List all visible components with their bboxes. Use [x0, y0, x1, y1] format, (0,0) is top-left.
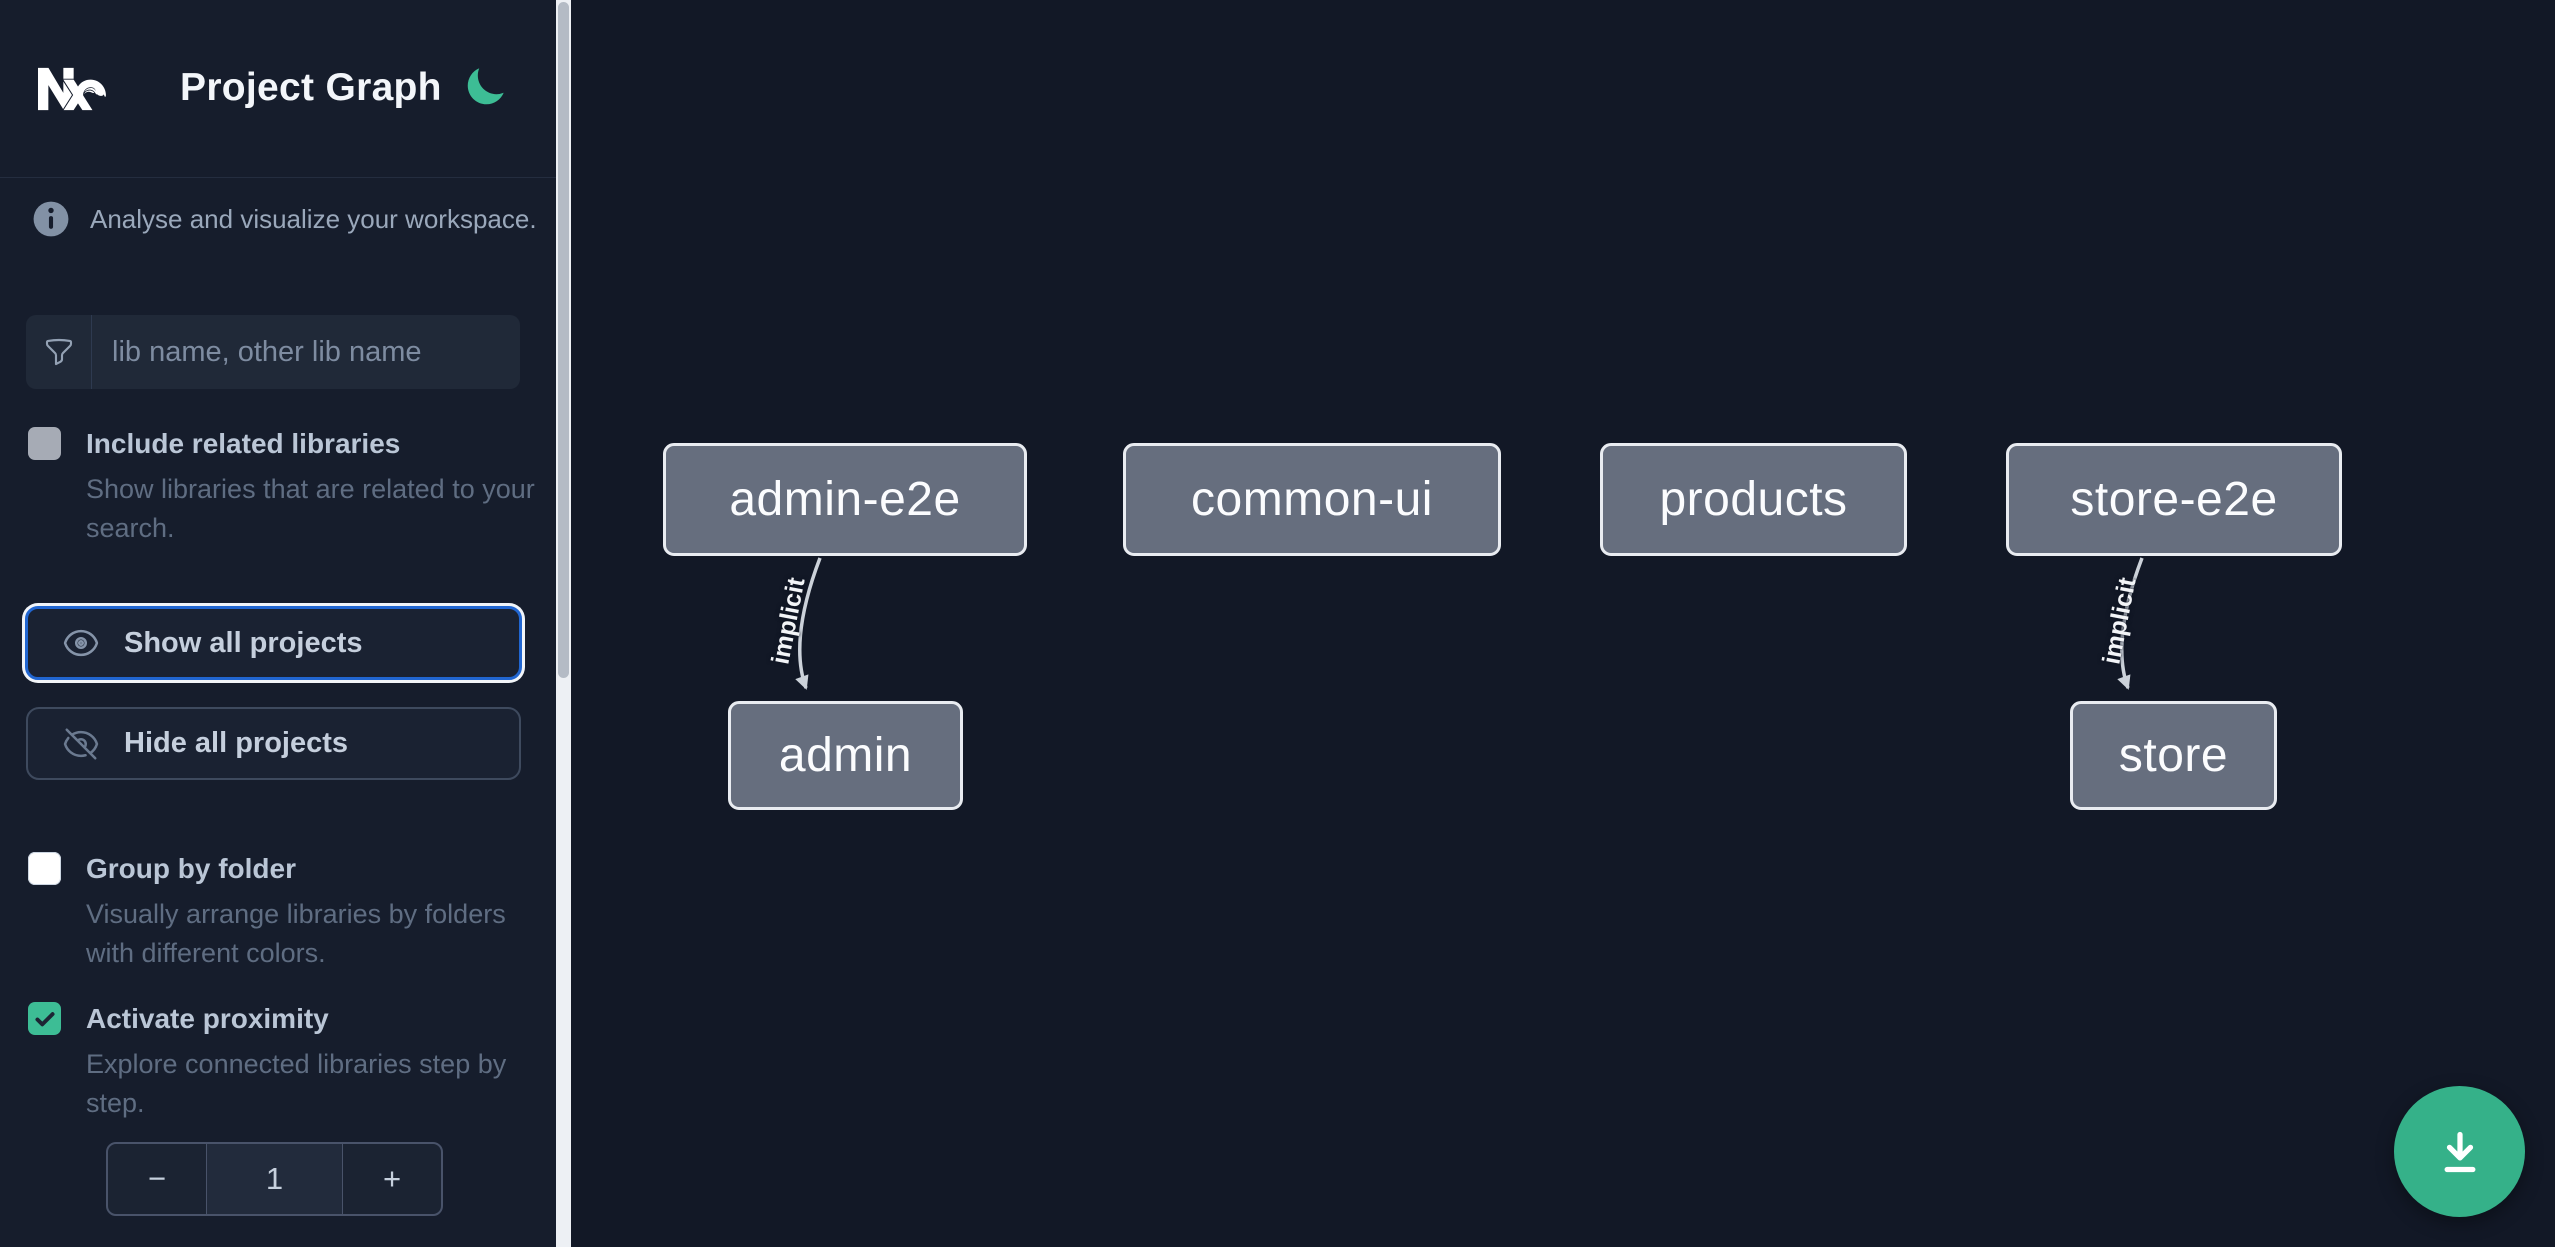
stepper-value: 1: [207, 1144, 342, 1214]
eye-icon: [62, 624, 100, 662]
funnel-icon: [26, 315, 92, 389]
proximity-depth-stepper: − 1 +: [106, 1142, 443, 1216]
stepper-decrement-button[interactable]: −: [108, 1144, 207, 1214]
graph-node-products[interactable]: products: [1600, 443, 1907, 556]
activate-proximity-label[interactable]: Activate proximity: [86, 1003, 329, 1034]
graph-node-store[interactable]: store: [2070, 701, 2277, 810]
hide-all-projects-button[interactable]: Hide all projects: [26, 707, 521, 780]
moon-icon: [467, 68, 504, 105]
hide-all-projects-label: Hide all projects: [124, 727, 349, 759]
workspace-tagline-row: Analyse and visualize your workspace.: [32, 200, 537, 238]
download-graph-button[interactable]: [2394, 1086, 2525, 1217]
group-by-folder-row: Group by folder Visually arrange librari…: [28, 852, 536, 973]
nx-logo-icon: [38, 67, 106, 111]
sidebar: Project Graph Analyse and visualize your…: [0, 0, 556, 1247]
group-by-folder-description: Visually arrange libraries by folders wi…: [86, 899, 506, 968]
include-related-checkbox[interactable]: [28, 427, 61, 460]
group-by-folder-checkbox[interactable]: [28, 852, 61, 885]
stepper-increment-button[interactable]: +: [342, 1144, 441, 1214]
include-related-row: Include related libraries Show libraries…: [28, 427, 536, 548]
checkmark-icon: [34, 1011, 55, 1026]
graph-node-admin[interactable]: admin: [728, 701, 963, 810]
app-header: Project Graph: [0, 0, 556, 178]
info-icon: [33, 201, 69, 237]
group-by-folder-label[interactable]: Group by folder: [86, 853, 296, 884]
sidebar-scrollbar-thumb[interactable]: [558, 2, 569, 678]
include-related-label[interactable]: Include related libraries: [86, 428, 401, 459]
workspace-tagline: Analyse and visualize your workspace.: [90, 203, 537, 234]
edge-admin-e2e-admin: [795, 557, 822, 690]
graph-node-admin-e2e[interactable]: admin-e2e: [663, 443, 1027, 556]
filter-box: [26, 315, 520, 389]
graph-node-store-e2e[interactable]: store-e2e: [2006, 443, 2342, 556]
page-title: Project Graph: [180, 66, 442, 109]
activate-proximity-checkbox[interactable]: [28, 1002, 61, 1035]
filter-input[interactable]: [92, 315, 520, 389]
graph-node-common-ui[interactable]: common-ui: [1123, 443, 1501, 556]
download-icon: [2444, 1131, 2475, 1172]
graph-edges: [795, 557, 2144, 690]
theme-toggle-button[interactable]: [456, 58, 514, 116]
show-all-projects-label: Show all projects: [124, 626, 363, 659]
sidebar-scrollbar-track[interactable]: [556, 0, 571, 1247]
activate-proximity-row: Activate proximity Explore connected lib…: [28, 1002, 536, 1123]
show-all-projects-button[interactable]: Show all projects: [25, 606, 522, 680]
project-graph-canvas[interactable]: implicit implicit admin-e2e common-ui pr…: [571, 0, 2555, 1247]
include-related-description: Show libraries that are related to your …: [86, 474, 535, 543]
activate-proximity-description: Explore connected libraries step by step…: [86, 1049, 507, 1118]
edge-store-e2e-store: [2117, 557, 2144, 690]
eye-off-icon: [62, 725, 100, 763]
